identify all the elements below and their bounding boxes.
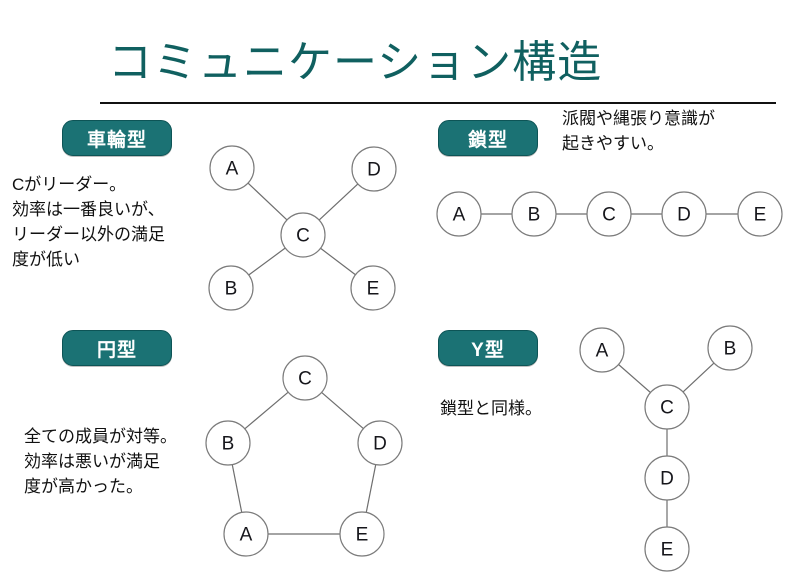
node-circle-D — [661, 191, 707, 237]
graph-edge-D-E — [365, 464, 377, 513]
node-label-D: D — [373, 434, 387, 455]
node-circle-D — [357, 420, 403, 466]
graph-edge-A-C — [247, 182, 288, 221]
diagram-circle: C B D A E — [205, 355, 403, 557]
node-circle-B — [511, 191, 557, 237]
graph-node-E: E — [350, 265, 396, 311]
badge-wheel-label: 車輪型 — [86, 129, 147, 151]
badge-y[interactable]: Y型 — [438, 330, 538, 366]
node-label-E: E — [367, 279, 380, 300]
graph-node-E: E — [644, 526, 690, 572]
node-label-E: E — [661, 540, 674, 561]
graph-node-C: C — [282, 355, 328, 401]
description-wheel: Cがリーダー。 効率は一番良いが、 リーダー以外の満足 度が低い — [12, 175, 165, 269]
diagram-chain: A B C D E — [436, 191, 783, 237]
node-label-E: E — [754, 205, 767, 226]
badge-chain-label: 鎖型 — [467, 129, 508, 151]
graph-node-D: D — [357, 420, 403, 466]
graph-edge-C-E — [320, 247, 356, 276]
node-circle-E — [737, 191, 783, 237]
graph-edge-B-C — [244, 391, 289, 430]
node-circle-C — [280, 212, 326, 258]
graph-node-E: E — [737, 191, 783, 237]
node-circle-E — [339, 511, 385, 557]
graph-edge-C-D — [321, 391, 364, 430]
node-label-B: B — [528, 205, 541, 226]
node-circle-D — [644, 455, 690, 501]
graph-edge-C-D — [318, 183, 359, 221]
node-circle-C — [282, 355, 328, 401]
title-divider — [100, 102, 776, 104]
graph-node-E: E — [339, 511, 385, 557]
node-circle-B — [205, 420, 251, 466]
badge-chain[interactable]: 鎖型 — [438, 120, 538, 156]
graph-node-D: D — [661, 191, 707, 237]
node-circle-E — [350, 265, 396, 311]
badge-circle[interactable]: 円型 — [62, 330, 172, 366]
graph-node-C: C — [586, 191, 632, 237]
node-label-A: A — [226, 159, 239, 180]
node-label-D: D — [677, 205, 691, 226]
badge-y-label: Y型 — [471, 339, 505, 361]
node-label-A: A — [453, 205, 466, 226]
diagram-wheel: A D C B E — [208, 145, 397, 311]
description-circle: 全ての成員が対等。 効率は悪いが満足 度が高かった。 — [24, 427, 177, 496]
graph-node-A: A — [223, 511, 269, 557]
graph-node-C: C — [280, 212, 326, 258]
node-label-B: B — [225, 279, 238, 300]
node-circle-E — [644, 526, 690, 572]
node-circle-D — [351, 146, 397, 192]
diagram-y: A B C D E — [579, 325, 753, 572]
node-circle-C — [644, 384, 690, 430]
node-label-B: B — [724, 339, 737, 360]
node-label-B: B — [222, 434, 235, 455]
graph-edge-B-C — [682, 362, 715, 393]
node-circle-C — [586, 191, 632, 237]
node-circle-B — [707, 325, 753, 371]
node-circle-A — [223, 511, 269, 557]
node-label-A: A — [596, 341, 609, 362]
graph-node-C: C — [644, 384, 690, 430]
graph-node-B: B — [205, 420, 251, 466]
node-circle-A — [436, 191, 482, 237]
node-label-C: C — [298, 369, 312, 390]
badge-circle-label: 円型 — [96, 339, 137, 361]
graph-node-A: A — [579, 327, 625, 373]
graph-edge-A-C — [618, 364, 651, 393]
graph-node-A: A — [436, 191, 482, 237]
node-circle-A — [579, 327, 625, 373]
node-label-C: C — [660, 398, 674, 419]
description-y: 鎖型と同様。 — [440, 399, 542, 418]
graph-node-B: B — [208, 265, 254, 311]
node-circle-B — [208, 265, 254, 311]
graph-node-D: D — [351, 146, 397, 192]
description-chain: 派閥や縄張り意識が 起きやすい。 — [562, 109, 715, 153]
graph-edge-A-B — [231, 464, 243, 513]
node-label-C: C — [296, 226, 310, 247]
node-circle-A — [209, 145, 255, 191]
node-label-C: C — [602, 205, 616, 226]
node-label-E: E — [356, 525, 369, 546]
badge-wheel[interactable]: 車輪型 — [62, 120, 172, 156]
graph-node-B: B — [511, 191, 557, 237]
graph-node-A: A — [209, 145, 255, 191]
node-label-A: A — [240, 525, 253, 546]
graph-node-D: D — [644, 455, 690, 501]
node-label-D: D — [660, 469, 674, 490]
graph-edge-B-C — [248, 247, 286, 276]
page-title: コミュニケーション構造 — [108, 38, 603, 87]
node-label-D: D — [367, 160, 381, 181]
graph-node-B: B — [707, 325, 753, 371]
